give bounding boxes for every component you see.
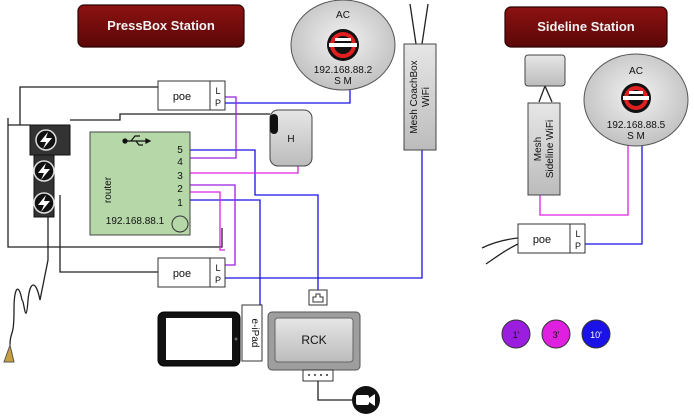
mesh-sideline-line1: Mesh [533, 137, 544, 161]
ac-left-ports: S M [334, 76, 352, 87]
router-port-1: 1 [177, 198, 183, 209]
power-strip [3, 124, 71, 363]
poe-injector-top: poe L P [157, 80, 226, 111]
poe-right-p: P [575, 241, 581, 251]
access-point-right: AC 192.168.88.5 S M [583, 53, 689, 147]
lightning-bolt-icon [33, 192, 55, 214]
poe-right-l: L [575, 229, 580, 239]
sideline-antenna-unit [524, 54, 566, 87]
ac-right-ports: S M [627, 131, 645, 142]
lightning-bolt-icon [35, 129, 57, 151]
router-ip: 192.168.88.1 [106, 216, 165, 227]
pressbox-title: PressBox Station [77, 4, 245, 48]
wire-violet-port2-poe [190, 184, 236, 266]
mesh-sideline-line2: Sideline WiFi [545, 120, 556, 178]
wire-coil [9, 284, 41, 346]
poe-top-l: L [215, 86, 220, 96]
sideline-title-text: Sideline Station [537, 19, 635, 34]
ac-logo-icon [327, 29, 359, 61]
wire-blue-poe-coachbox [225, 150, 423, 279]
legend-swatch-3ft [541, 319, 571, 349]
poe-top-label: poe [173, 91, 191, 103]
wire-power-poe-mid [59, 195, 158, 273]
mesh-coachbox-line2: WiFi [421, 87, 432, 107]
wire-coil-lead [39, 215, 49, 301]
rck: RCK [267, 289, 361, 382]
wire-right-poe-power [481, 237, 519, 249]
poe-mid-l: L [215, 263, 220, 273]
power-plug-icon [3, 343, 15, 363]
epad-label: e-iPad [249, 319, 260, 348]
legend-swatch-10ft [581, 319, 611, 349]
lightning-bolt-icon [33, 160, 55, 182]
rck-port [302, 369, 334, 382]
wire-blue-port1-epad [190, 199, 262, 306]
poe-mid-p: P [215, 275, 221, 285]
epad-connector: e-iPad [241, 304, 263, 362]
black-wires [7, 3, 553, 401]
router-port-2: 2 [177, 184, 183, 195]
mesh-coachbox: Mesh CoachBox WiFi [403, 43, 437, 151]
legend-swatch-1ft [501, 319, 531, 349]
poe-injector-right: poe L P [517, 223, 586, 254]
ac-logo-icon [621, 83, 651, 113]
ethernet-jack-icon [308, 289, 328, 306]
sideline-title: Sideline Station [504, 6, 668, 48]
router: router 192.168.88.1 5 4 3 2 1 [89, 131, 191, 236]
poe-top-p: P [215, 98, 221, 108]
rck-label: RCK [301, 333, 326, 347]
wire-violet-poe-port4 [190, 96, 237, 159]
access-point-left: AC 192.168.88.2 S M [290, 0, 396, 91]
wire-coach-antenna-l [421, 3, 429, 45]
wire-magenta-port3-hub [190, 165, 299, 174]
router-port-4: 4 [177, 157, 183, 168]
ac-left-ip: 192.168.88.2 [314, 65, 373, 76]
wire-right-poe-power-2 [485, 243, 519, 265]
wire-blue-right-poe-ac [580, 140, 643, 245]
poe-injector-mid: poe L P [157, 257, 226, 288]
router-port-5: 5 [177, 145, 183, 156]
mesh-coachbox-line1: Mesh CoachBox [409, 60, 420, 133]
wire-power-poe-top [19, 86, 158, 100]
mesh-sideline: Mesh Sideline WiFi [524, 54, 566, 196]
poe-right-label: poe [533, 234, 551, 246]
pressbox-title-text: PressBox Station [107, 18, 215, 33]
usb-icon [122, 135, 152, 146]
wire-antenna-r [544, 85, 553, 103]
wire-coach-antenna-r [409, 3, 417, 45]
magenta-wires [190, 140, 629, 251]
ipad [157, 311, 241, 367]
router-label: router [103, 176, 114, 203]
legend-label-1ft: 1' [513, 330, 520, 340]
wire-blue-port5-rck [190, 149, 319, 298]
wire-camera [317, 380, 352, 401]
wire-magenta-mesh-ac [539, 140, 629, 216]
violet-wires [190, 96, 237, 266]
poe-mid-label: poe [173, 268, 191, 280]
cable-length-legend: 1' 3' 10' [501, 319, 611, 349]
wire-power-router [7, 118, 223, 248]
video-camera-icon [352, 386, 380, 414]
wire-power-hub [70, 113, 270, 121]
ac-right-ip: 192.168.88.5 [607, 120, 666, 131]
ac-right-label: AC [629, 66, 643, 77]
ac-left-label: AC [336, 10, 350, 21]
hub-label: H [287, 134, 294, 145]
hub: H [269, 109, 313, 167]
legend-label-10ft: 10' [590, 330, 602, 340]
wire-antenna-l [538, 85, 546, 103]
wire-magenta-port2 [190, 191, 225, 251]
legend-label-3ft: 3' [553, 330, 560, 340]
router-port-3: 3 [177, 171, 183, 182]
wire-blue-poe-ac [225, 88, 351, 104]
